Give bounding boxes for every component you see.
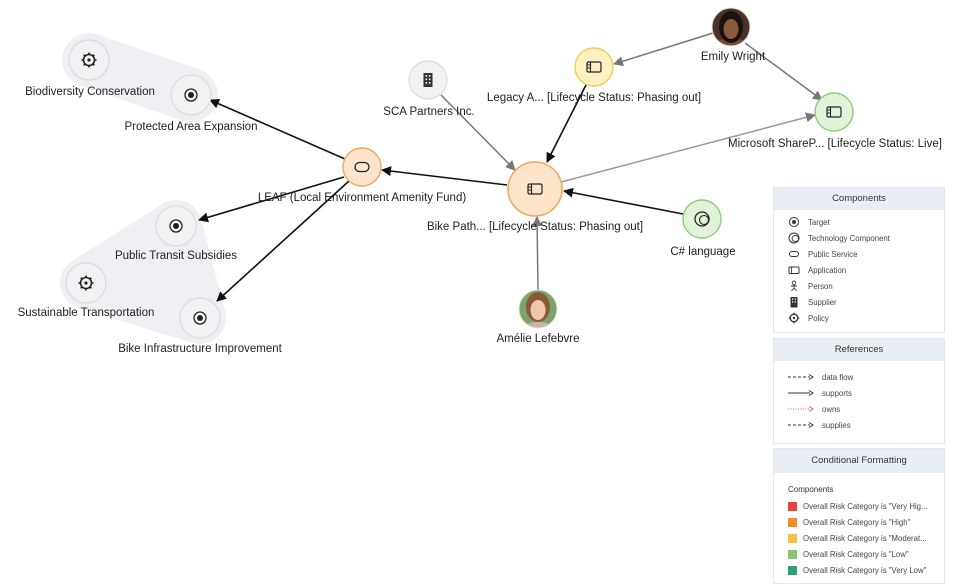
edge-amelie-bikepath — [532, 216, 543, 291]
legend-item-person: Person — [788, 278, 944, 294]
node-sca-partners[interactable]: SCA Partners Inc. — [383, 60, 475, 118]
dashed-arrow-icon — [788, 422, 814, 428]
application-icon — [826, 106, 842, 118]
node-amelie-lefebvre[interactable]: Amélie Lefebvre — [496, 288, 580, 345]
person-icon — [791, 280, 797, 292]
edge-csharp-bikepath — [563, 187, 684, 215]
node-csharp-language[interactable]: C# language — [670, 199, 736, 258]
node-label: Bike Infrastructure Improvement — [118, 343, 282, 355]
legend-item-owns: owns — [788, 401, 944, 417]
legend-item-supplies: supplies — [788, 417, 944, 433]
node-microsoft-sharepoint[interactable]: Microsoft ShareP... [Lifecycle Status: L… — [728, 92, 942, 150]
policy-icon — [78, 275, 94, 291]
legend-item-supports: supports — [788, 385, 944, 401]
legend-subtitle: Components — [788, 485, 834, 494]
avatar — [712, 8, 750, 46]
node-label: Protected Area Expansion — [125, 121, 258, 133]
target-icon — [789, 217, 799, 227]
target-icon — [193, 311, 207, 325]
legend-item-low: Overall Risk Category is "Low" — [788, 546, 944, 562]
public-service-icon — [789, 251, 799, 257]
legend-title: References — [774, 339, 944, 361]
dotted-arrow-icon — [788, 406, 814, 412]
edge-sca-bikepath — [440, 94, 516, 171]
node-label: Emily Wright — [701, 51, 766, 63]
target-icon — [169, 219, 183, 233]
color-swatch — [788, 533, 797, 543]
legend-components: Components Target Technology Component P… — [773, 187, 945, 333]
legend-item-application: Application — [788, 262, 944, 278]
legend-references: References data flow supports owns suppl… — [773, 338, 945, 444]
node-public-transit-subsidies[interactable]: Public Transit Subsidies — [115, 205, 237, 262]
node-protected-area-expansion[interactable]: Protected Area Expansion — [125, 74, 258, 133]
node-emily-wright[interactable]: Emily Wright — [701, 6, 766, 63]
node-label: SCA Partners Inc. — [383, 106, 474, 118]
legend-item-data-flow: data flow — [788, 369, 944, 385]
technology-component-icon — [788, 232, 800, 244]
dashed-arrow-icon — [788, 374, 814, 380]
avatar — [519, 290, 557, 328]
legend-item-high: Overall Risk Category is "High" — [788, 514, 944, 530]
color-swatch — [788, 549, 797, 559]
edge-bikepath-leaf — [381, 166, 508, 186]
legend-title: Conditional Formatting — [774, 449, 944, 473]
legend-item-public-service: Public Service — [788, 246, 944, 262]
legend-title: Components — [774, 188, 944, 210]
node-label: Bike Path... [Lifecycle Status: Phasing … — [427, 221, 643, 233]
color-swatch — [788, 565, 797, 575]
legend-item-technology-component: Technology Component — [788, 230, 944, 246]
legend-item-moderate: Overall Risk Category is "Moderat... — [788, 530, 944, 546]
application-icon — [788, 266, 800, 274]
edge-leaf-public-transit — [198, 176, 345, 223]
legend-item-very-high: Overall Risk Category is "Very Hig... — [788, 498, 944, 514]
legend-item-target: Target — [788, 214, 944, 230]
node-label: Biodiversity Conservation — [25, 86, 155, 98]
node-biodiversity-conservation[interactable]: Biodiversity Conservation — [25, 39, 155, 98]
technology-component-icon — [694, 211, 710, 227]
node-label: Amélie Lefebvre — [496, 333, 579, 345]
supplier-icon — [790, 297, 798, 308]
node-sustainable-transportation[interactable]: Sustainable Transportation — [18, 262, 155, 319]
node-leaf[interactable]: LEAF (Local Environment Amenity Fund) — [258, 147, 467, 204]
node-label: C# language — [670, 246, 735, 258]
node-label: LEAF (Local Environment Amenity Fund) — [258, 192, 467, 204]
node-label: Public Transit Subsidies — [115, 250, 237, 262]
legend-item-policy: Policy — [788, 310, 944, 326]
node-bike-infrastructure-improvement[interactable]: Bike Infrastructure Improvement — [118, 297, 283, 355]
node-label: Sustainable Transportation — [18, 307, 155, 319]
policy-icon — [788, 312, 800, 324]
edge-leaf-protected-area — [209, 99, 346, 160]
legend-conditional-formatting: Conditional Formatting Components Overal… — [773, 448, 945, 584]
policy-icon — [81, 52, 97, 68]
color-swatch — [788, 501, 797, 511]
edges — [198, 32, 823, 302]
application-icon — [586, 61, 602, 73]
edge-bikepath-sharepoint — [560, 112, 816, 183]
edge-legacy-bikepath — [546, 82, 588, 163]
edge-emily-sharepoint — [744, 42, 823, 101]
legend-item-supplier: Supplier — [788, 294, 944, 310]
solid-arrow-icon — [788, 390, 814, 396]
node-label: Microsoft ShareP... [Lifecycle Status: L… — [728, 138, 942, 150]
target-icon — [184, 88, 198, 102]
edge-emily-legacy — [613, 32, 714, 67]
node-legacy-application[interactable]: Legacy A... [Lifecycle Status: Phasing o… — [487, 47, 701, 104]
application-icon — [527, 183, 543, 195]
legend-item-very-low: Overall Risk Category is "Very Low" — [788, 562, 944, 578]
node-bike-path[interactable]: Bike Path... [Lifecycle Status: Phasing … — [427, 161, 643, 233]
edge-leaf-bike-infra — [216, 180, 350, 302]
supplier-icon — [423, 73, 433, 87]
color-swatch — [788, 517, 797, 527]
node-label: Legacy A... [Lifecycle Status: Phasing o… — [487, 92, 701, 104]
public-service-icon — [354, 161, 370, 173]
